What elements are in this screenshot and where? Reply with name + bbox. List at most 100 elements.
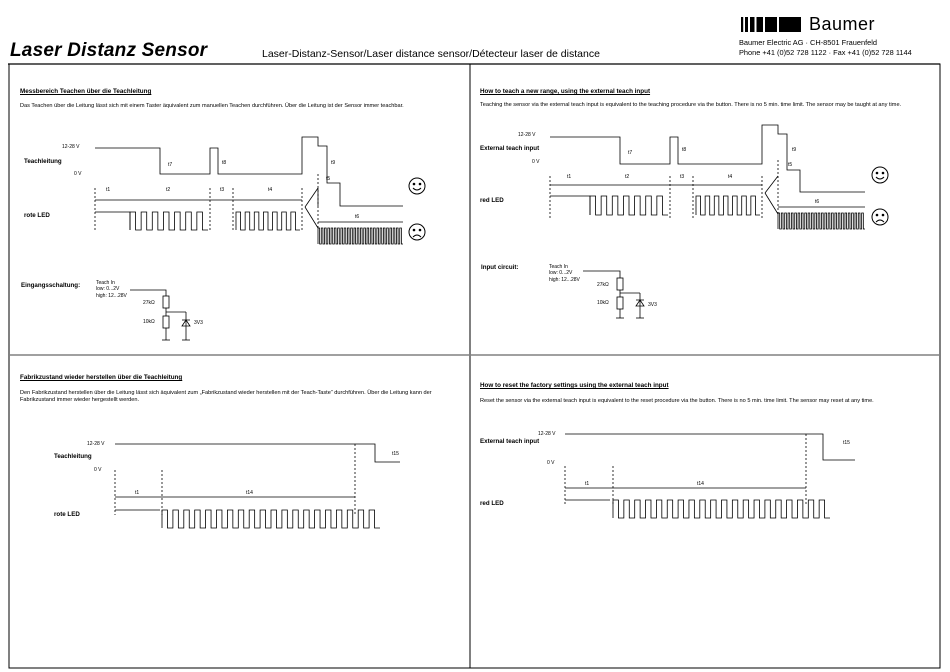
input-circuit-en [583,270,645,319]
voltage-high-label: 12-28 V [87,441,105,447]
signal-label: External teach input [480,438,540,445]
circuit-label: Eingangsschaltung: [21,282,81,289]
page-title: Laser Distanz Sensor [10,40,208,61]
t8-label: t8 [682,147,687,153]
t3-label: t3 [680,174,685,180]
low-range-label: low: 0...2V [96,286,120,293]
t15-label: t15 [843,440,850,446]
branch-line [304,206,319,229]
led-label: rote LED [54,511,80,518]
resistor-27k-label: 27kΩ [143,300,155,306]
section-heading: Messbereich Teachen über die Teachleitun… [20,88,152,95]
t1-label: t1 [567,174,572,180]
sad-face-icon [408,223,426,241]
page-frame [8,63,941,669]
address-line: Baumer Electric AG · CH-8501 Frauenfeld [739,38,878,47]
low-range-label: low: 0...2V [549,270,573,277]
t1-label: t1 [585,481,590,487]
voltage-low-label: 0 V [94,467,102,473]
teach-timing-diagram-en [549,124,865,230]
voltage-low-label: 0 V [547,460,555,466]
reset-timing-diagram-en [564,433,855,519]
led-pulse-train [777,212,865,230]
t6-label: t6 [355,214,360,220]
voltage-low-label: 0 V [532,159,540,165]
t1-label: t1 [106,187,111,193]
circuit-notes: Teach In low: 0...2V high: 12...28V [96,280,127,299]
high-range-label: high: 12...28V [96,292,127,299]
t2-label: t2 [625,174,630,180]
section-heading: How to reset the factory settings using … [480,382,669,389]
t7-label: t7 [628,150,633,156]
t9-label: t9 [331,160,336,166]
teach-signal-trace [95,136,403,207]
t7-label: t7 [168,162,173,168]
signal-label: External teach input [480,145,540,152]
led-pulse-train [317,227,403,245]
circuit-notes: Teach In low: 0...2V high: 12...28V [549,264,580,283]
section-heading: How to teach a new range, using the exte… [480,88,651,95]
t9-label: t9 [792,147,797,153]
happy-face-icon [871,166,889,184]
led-pulse-train [161,509,380,529]
led-pulse-train [612,499,830,519]
t15-label: t15 [392,451,399,457]
section-heading: Fabrikzustand wieder herstellen über die… [20,374,183,381]
voltage-high-label: 12-28 V [62,144,80,150]
led-trace [550,195,591,215]
phone-line: Phone +41 (0)52 728 1122 · Fax +41 (0)52… [739,47,912,57]
zener-label: 3V3 [648,302,657,308]
voltage-low-label: 0 V [74,171,82,177]
signal-label: Teachleitung [54,453,92,460]
led-pulse-train [235,211,300,231]
branch-line [304,187,319,208]
teach-signal-trace [115,443,400,463]
resistor-10k-label: 10kΩ [597,300,609,306]
branch-line [764,192,779,215]
t5-label: t5 [788,162,793,168]
t2-label: t2 [166,187,171,193]
led-pulse-train [589,195,668,216]
baumer-logo-icon [741,17,801,32]
zener-label: 3V3 [194,320,203,326]
t4-label: t4 [268,187,273,193]
section-text: Reset the sensor via the external teach … [480,398,874,404]
t8-label: t8 [222,160,227,166]
led-trace [95,211,131,230]
teach-timing-diagram-de [94,136,403,245]
section-text: Teaching the sensor via the external tea… [480,102,902,108]
resistor-10k-label: 10kΩ [143,319,155,325]
led-label: rote LED [24,212,50,219]
section-text: Das Teachen über die Leitung lässt sich … [20,103,404,109]
t1-label: t1 [135,490,140,496]
teach-signal-trace [565,433,855,461]
teach-in-label: Teach In [549,264,568,270]
page-subtitle: Laser-Distanz-Sensor/Laser distance sens… [262,48,600,60]
t3-label: t3 [220,187,225,193]
circuit-label: Input circuit: [481,264,519,271]
t5-label: t5 [326,176,331,182]
voltage-high-label: 12-28 V [518,132,536,138]
led-pulse-train [695,195,760,216]
high-range-label: high: 12...28V [549,276,580,283]
company-address: Baumer Electric AG · CH-8501 Frauenfeld … [739,38,912,57]
led-pulse-train [129,211,208,231]
input-circuit-de [130,289,191,341]
led-label: red LED [480,197,504,204]
t14-label: t14 [697,481,704,487]
voltage-high-label: 12-28 V [538,431,556,437]
t4-label: t4 [728,174,733,180]
happy-face-icon [408,177,426,195]
teach-signal-trace [550,124,865,193]
sad-face-icon [871,208,889,226]
resistor-27k-label: 27kΩ [597,282,609,288]
t14-label: t14 [246,490,253,496]
signal-label: Teachleitung [24,158,62,165]
branch-line [764,175,779,194]
led-label: red LED [480,500,504,507]
teach-in-label: Teach In [96,280,115,286]
t6-label: t6 [815,199,820,205]
section-text: Den Fabrikzustand herstellen über die Le… [20,390,432,404]
logo-text: Baumer [809,14,876,34]
